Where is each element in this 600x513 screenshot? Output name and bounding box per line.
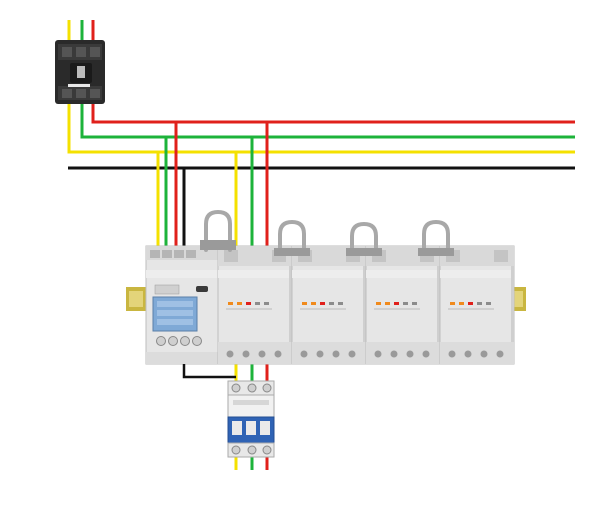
status-led	[450, 302, 455, 305]
green-phase-wire	[80, 20, 575, 139]
multi-channel-meter	[145, 245, 515, 365]
yellow-phase-wire	[67, 20, 575, 154]
status-led	[329, 302, 334, 305]
status-led	[394, 302, 399, 305]
status-led	[311, 302, 316, 305]
meter-submodule	[439, 245, 515, 365]
status-led	[302, 302, 307, 305]
terminal-screw-icon	[226, 350, 234, 358]
terminal-screw-icon	[496, 350, 504, 358]
terminal-screw-icon	[242, 350, 250, 358]
meter-submodule	[217, 245, 293, 365]
terminal-screw-icon	[300, 350, 308, 358]
status-led	[237, 302, 242, 305]
terminal-screw-icon	[316, 350, 324, 358]
status-led	[486, 302, 491, 305]
terminal-screw-icon	[406, 350, 414, 358]
bus-wires	[67, 20, 575, 170]
mccb-breaker-icon	[55, 40, 105, 104]
terminal-screw-icon	[274, 350, 282, 358]
status-led	[385, 302, 390, 305]
aux-wire	[182, 364, 236, 379]
terminal-screw-icon	[448, 350, 456, 358]
status-led	[255, 302, 260, 305]
meter-submodule	[365, 245, 441, 365]
ct-connectors	[200, 240, 454, 256]
meter-voltage-drops	[156, 122, 186, 250]
status-led	[468, 302, 473, 305]
meter-submodule	[291, 245, 367, 365]
status-led	[264, 302, 269, 305]
current-transformer-loop-icon	[204, 209, 450, 252]
terminal-screw-icon	[374, 350, 382, 358]
terminal-screw-icon	[464, 350, 472, 358]
terminal-screw-icon	[422, 350, 430, 358]
status-led	[459, 302, 464, 305]
meter-keypad	[156, 336, 202, 346]
terminal-screw-icon	[258, 350, 266, 358]
status-led	[403, 302, 408, 305]
terminal-screw-icon	[332, 350, 340, 358]
status-led	[320, 302, 325, 305]
terminal-screw-icon	[480, 350, 488, 358]
status-led	[228, 302, 233, 305]
terminal-screw-icon	[348, 350, 356, 358]
status-led	[477, 302, 482, 305]
status-led	[338, 302, 343, 305]
red-phase-wire	[91, 20, 575, 124]
status-led	[246, 302, 251, 305]
terminal-screw-icon	[390, 350, 398, 358]
status-led	[376, 302, 381, 305]
status-led	[412, 302, 417, 305]
three-pole-miniature-breaker-icon	[227, 380, 275, 458]
